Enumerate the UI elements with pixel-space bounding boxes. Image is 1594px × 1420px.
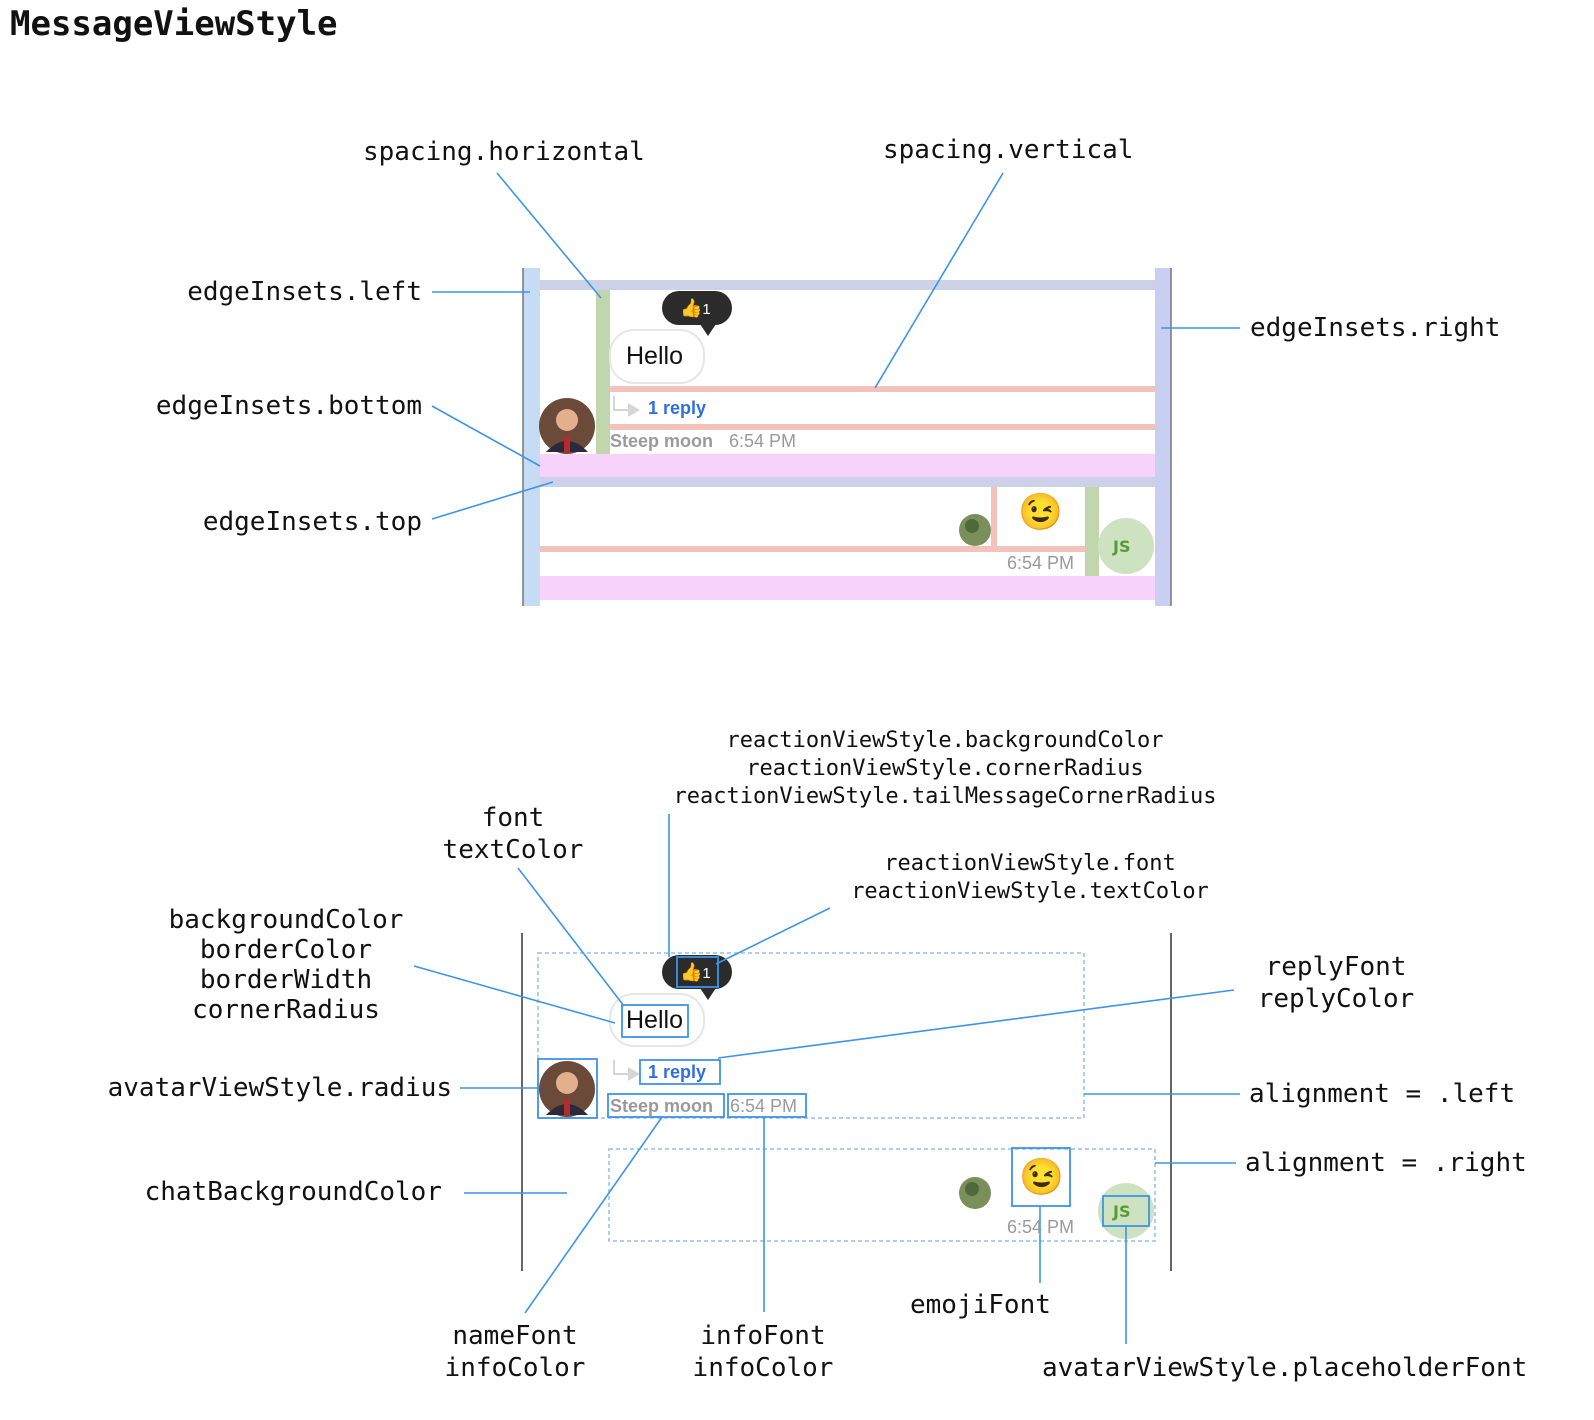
bottom-reaction: 👍1 xyxy=(680,957,711,989)
label-info-group: infoFont infoColor xyxy=(678,1320,848,1384)
spacing-vertical-band-2 xyxy=(610,424,1155,430)
label-bubble-style-group: backgroundColor borderColor borderWidth … xyxy=(155,905,417,1025)
avatar-box xyxy=(537,1058,598,1119)
bottom-small-avatar xyxy=(959,1177,991,1209)
top-reply-link[interactable]: 1 reply xyxy=(648,398,707,418)
bottom-emoji-message-time: 6:54 PM xyxy=(1007,1217,1075,1237)
label-reaction-font: reactionViewStyle.font xyxy=(884,851,1176,876)
label-reaction-corner-radius: reactionViewStyle.cornerRadius xyxy=(746,756,1144,781)
label-chat-background-color: chatBackgroundColor xyxy=(144,1177,442,1207)
label-reaction-tail-radius: reactionViewStyle.tailMessageCornerRadiu… xyxy=(673,784,1217,809)
label-edge-insets-top: edgeInsets.top xyxy=(202,507,422,537)
top-reaction: 👍1 xyxy=(680,293,711,325)
label-name-info-color: infoColor xyxy=(444,1353,586,1383)
spacing-vertical-band-1 xyxy=(610,386,1155,392)
label-reply-font: replyFont xyxy=(1265,952,1407,982)
edge-insets-top-band-2 xyxy=(540,477,1155,487)
bottom-reply-arrow xyxy=(613,1060,630,1075)
top-wink-emoji-icon: 😉 xyxy=(1018,492,1063,532)
label-name-font: nameFont xyxy=(452,1321,578,1351)
bottom-placeholder-initials: JS xyxy=(1113,1202,1131,1221)
label-font: font xyxy=(481,803,545,833)
page-title: MessageViewStyle xyxy=(10,4,338,44)
top-sender-name: Steep moon xyxy=(610,431,714,451)
bottom-wink-emoji-icon: 😉 xyxy=(1019,1157,1064,1197)
edge-insets-right-band xyxy=(1155,268,1171,606)
bottom-reaction-tail xyxy=(700,988,716,1000)
label-border-color: borderColor xyxy=(199,935,373,965)
label-edge-insets-right: edgeInsets.right xyxy=(1250,313,1501,343)
top-reply-arrow xyxy=(613,396,630,411)
left-alignment-box xyxy=(537,952,1085,1119)
label-reaction-style-group: reactionViewStyle.backgroundColor reacti… xyxy=(640,727,1250,811)
label-emoji-font: emojiFont xyxy=(910,1290,1051,1320)
label-spacing-vertical: spacing.vertical xyxy=(883,135,1134,165)
edge-insets-top-band-1 xyxy=(540,280,1155,290)
top-placeholder-initials: JS xyxy=(1113,537,1131,556)
thumbs-up-icon: 👍 xyxy=(680,298,703,318)
label-spacing-horizontal: spacing.horizontal xyxy=(363,137,645,167)
spacing-vertical-band-3 xyxy=(540,546,1085,552)
label-info-color: infoColor xyxy=(692,1353,834,1383)
top-message-time: 6:54 PM xyxy=(729,431,797,451)
label-reaction-font-group: reactionViewStyle.font reactionViewStyle… xyxy=(830,850,1230,906)
label-text-color: textColor xyxy=(442,835,584,865)
label-reply-group: replyFont replyColor xyxy=(1236,951,1436,1015)
label-alignment-right: alignment = .right xyxy=(1245,1148,1527,1178)
bottom-reaction-count: 1 xyxy=(702,965,711,982)
top-reaction-count: 1 xyxy=(702,301,711,318)
top-emoji-message-time: 6:54 PM xyxy=(1007,553,1075,573)
spacing-horizontal-band-1 xyxy=(596,290,610,454)
edge-insets-bottom-band-1 xyxy=(540,454,1155,477)
bottom-message-text: Hello xyxy=(626,1006,683,1034)
label-border-width: borderWidth xyxy=(199,965,373,995)
top-avatar xyxy=(539,398,595,454)
edge-insets-left-band xyxy=(523,268,540,606)
label-edge-insets-bottom: edgeInsets.bottom xyxy=(155,391,422,421)
bottom-sender-name: Steep moon xyxy=(610,1096,714,1116)
label-placeholder-font: avatarViewStyle.placeholderFont xyxy=(1042,1353,1528,1383)
top-small-avatar xyxy=(959,514,991,546)
bottom-avatar xyxy=(539,1061,595,1117)
top-reaction-tail xyxy=(700,324,716,336)
label-font-group: font textColor xyxy=(428,802,598,866)
label-reaction-background-color: reactionViewStyle.backgroundColor xyxy=(726,728,1164,753)
label-edge-insets-left: edgeInsets.left xyxy=(187,277,422,307)
spacing-horizontal-band-2 xyxy=(1085,487,1099,576)
top-reply-arrow-head xyxy=(628,403,640,417)
thumbs-up-icon: 👍 xyxy=(680,962,703,982)
label-alignment-left: alignment = .left xyxy=(1249,1079,1516,1109)
bottom-message-time: 6:54 PM xyxy=(730,1096,798,1116)
label-reaction-text-color: reactionViewStyle.textColor xyxy=(851,879,1209,904)
label-info-font: infoFont xyxy=(700,1321,826,1351)
label-corner-radius: cornerRadius xyxy=(192,995,380,1025)
spacing-vertical-band-4 xyxy=(991,487,997,546)
label-background-color: backgroundColor xyxy=(168,905,404,935)
label-avatar-radius: avatarViewStyle.radius xyxy=(107,1073,452,1103)
label-reply-color: replyColor xyxy=(1257,984,1415,1014)
edge-insets-bottom-band-2 xyxy=(540,576,1155,600)
bottom-reply-link[interactable]: 1 reply xyxy=(648,1062,707,1082)
top-message-text: Hello xyxy=(626,342,683,370)
label-name-group: nameFont infoColor xyxy=(430,1320,600,1384)
